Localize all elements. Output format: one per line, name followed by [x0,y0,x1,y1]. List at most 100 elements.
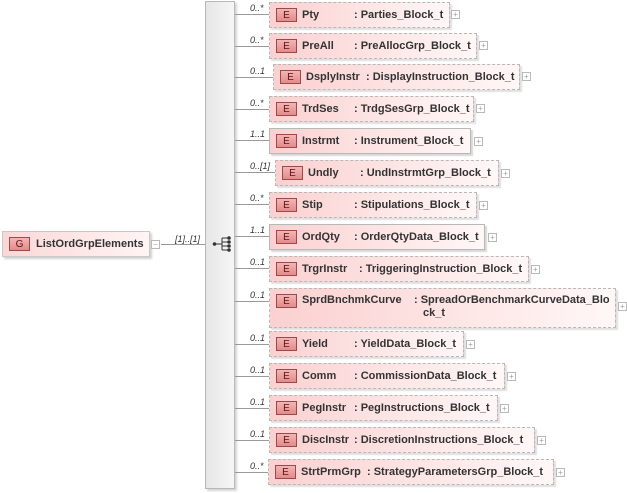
expand-toggle[interactable]: + [488,233,497,242]
element-type: : Stipulations_Block_t [354,199,470,211]
element-type: : CommissionData_Block_t [354,370,497,382]
element-badge: E [276,134,297,148]
element-peginstr[interactable]: E PegInstr : PegInstructions_Block_t [269,395,498,421]
element-instrmt[interactable]: E Instrmt : Instrument_Block_t [269,128,471,154]
element-multiplicity: 0..1 [250,290,266,300]
element-multiplicity: 0..1 [250,66,266,76]
element-name: DsplyInstr [306,71,360,83]
expand-toggle[interactable]: + [466,340,475,349]
element-badge: E [276,294,297,308]
element-multiplicity: 0..* [250,3,264,13]
expand-toggle[interactable]: + [500,404,509,413]
element-name: Pty [302,9,320,21]
expand-toggle[interactable]: + [522,72,531,81]
element-badge: E [276,102,297,116]
connector-line [235,236,269,237]
element-multiplicity: 0..* [250,98,264,108]
expand-toggle[interactable]: + [507,372,516,381]
connector-line [235,204,269,205]
element-multiplicity: 0..* [250,35,264,45]
element-name: Undly [308,167,339,179]
element-name: StrtPrmGrp [301,466,361,478]
connector-line [235,14,269,15]
expand-toggle[interactable]: + [501,169,510,178]
element-multiplicity: 1..1 [250,225,266,235]
element-name: Stip [302,199,323,211]
element-type-line2: ck_t [423,307,446,319]
element-name: PreAll [302,40,334,52]
element-dsplyinstr[interactable]: E DsplyInstr : DisplayInstruction_Block_… [273,64,520,90]
element-multiplicity: 0..1 [250,429,266,439]
element-name: Comm [302,370,337,382]
element-type: : TriggeringInstruction_Block_t [359,263,523,275]
element-multiplicity: 0..1 [250,257,266,267]
element-undly[interactable]: E Undly : UndInstrmtGrp_Block_t [275,160,499,186]
element-type: : OrderQtyData_Block_t [354,231,479,243]
connector-line [235,472,269,473]
element-badge: E [276,39,297,53]
expand-toggle[interactable]: + [474,137,483,146]
element-badge: E [276,337,297,351]
expand-toggle[interactable]: + [537,436,546,445]
expand-toggle[interactable]: + [618,302,627,311]
element-comm[interactable]: E Comm : CommissionData_Block_t [269,363,505,389]
expand-toggle[interactable]: + [479,201,488,210]
element-badge: E [276,262,297,276]
element-name: Instrmt [302,135,340,147]
connector-line [235,77,273,78]
group-label: ListOrdGrpElements [36,238,144,250]
element-type: : UndInstrmtGrp_Block_t [360,167,491,179]
element-name: PegInstr [302,402,347,414]
connector-line [235,301,269,302]
group-multiplicity: [1]..[1] [175,234,201,244]
expand-toggle[interactable]: + [531,265,540,274]
element-type: : StrategyParametersGrp_Block_t [367,466,544,478]
element-preall[interactable]: E PreAll : PreAllocGrp_Block_t [269,33,477,59]
element-ordqty[interactable]: E OrdQty : OrderQtyData_Block_t [269,224,485,250]
element-pty[interactable]: E Pty : Parties_Block_t [269,2,450,28]
expand-toggle[interactable]: + [476,104,485,113]
expand-toggle[interactable]: + [451,10,460,19]
element-badge: E [275,465,296,479]
expand-toggle[interactable]: + [479,41,488,50]
connector-line [235,376,269,377]
element-name: Yield [302,338,328,350]
element-name: DiscInstr [302,434,350,446]
element-multiplicity: 0..1 [250,365,266,375]
element-name: SprdBnchmkCurve [302,294,402,306]
element-type: : PegInstructions_Block_t [354,402,490,414]
element-badge: E [282,166,303,180]
element-type-line1: : SpreadOrBenchmarkCurveData_Blo [414,294,610,306]
element-trgrinstr[interactable]: E TrgrInstr : TriggeringInstruction_Bloc… [269,256,529,282]
element-yield[interactable]: E Yield : YieldData_Block_t [269,331,464,357]
element-stip[interactable]: E Stip : Stipulations_Block_t [269,192,477,218]
element-multiplicity: 0..1 [250,333,266,343]
element-type: : Instrument_Block_t [354,135,464,147]
element-type: : SpreadOrBenchmarkCurveData_Blo ck_t [414,294,610,320]
element-sprdbnchmkcurve[interactable]: E SprdBnchmkCurve : SpreadOrBenchmarkCur… [269,288,616,328]
element-trdses[interactable]: E TrdSes : TrdgSesGrp_Block_t [269,96,474,122]
element-strtprmgrp[interactable]: E StrtPrmGrp : StrategyParametersGrp_Blo… [268,459,554,485]
connector-line [235,408,269,409]
expand-toggle[interactable]: + [556,468,565,477]
connector-line [235,268,269,269]
connector-line [235,172,275,173]
element-multiplicity: 0..* [250,193,264,203]
element-type: : YieldData_Block_t [354,338,457,350]
collapse-toggle[interactable]: − [151,240,160,249]
element-name: TrdSes [302,103,339,115]
connector-line [161,244,205,245]
element-type: : TrdgSesGrp_Block_t [354,103,470,115]
element-badge: E [276,8,297,22]
element-type: : Parties_Block_t [354,9,444,21]
group-badge: G [9,237,30,251]
element-multiplicity: 1..1 [250,129,266,139]
sequence-compositor-icon [212,236,231,252]
element-discinstr[interactable]: E DiscInstr : DiscretionInstructions_Blo… [269,427,535,453]
element-badge: E [276,369,297,383]
element-badge: E [276,198,297,212]
connector-line [235,440,269,441]
connector-line [235,140,269,141]
element-multiplicity: 0..* [250,461,264,471]
group-listordgrpelements[interactable]: G ListOrdGrpElements [2,231,150,257]
